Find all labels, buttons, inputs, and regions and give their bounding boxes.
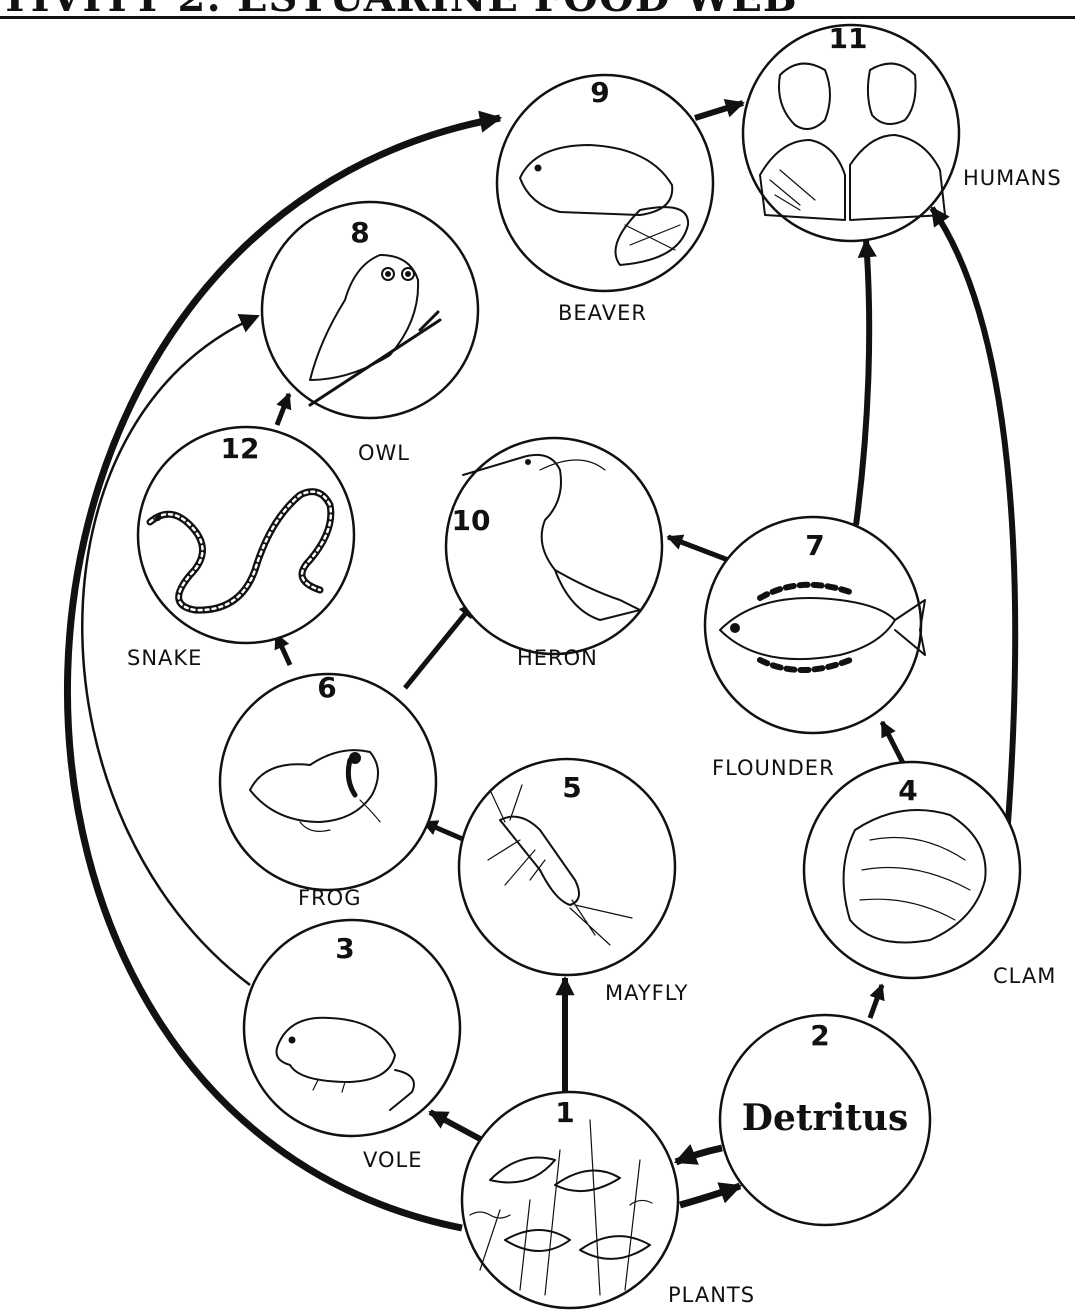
node-humans: 11 [743, 22, 959, 241]
link-1-3 [430, 1112, 482, 1140]
link-4-7 [882, 722, 903, 763]
node-plants: 1 [462, 1092, 678, 1308]
link-7-10 [668, 537, 736, 563]
node-4-number: 4 [898, 774, 917, 807]
link-1-2 [680, 1186, 740, 1205]
label-humans: HUMANS [963, 166, 1062, 190]
link-7-11 [856, 240, 869, 525]
node-10-number: 10 [452, 504, 491, 537]
node-detritus: Detritus 2 [720, 1015, 930, 1225]
label-flounder: FLOUNDER [712, 756, 835, 780]
node-flounder: 7 [705, 517, 925, 733]
label-vole: VOLE [363, 1148, 423, 1172]
link-12-8 [277, 394, 289, 425]
node-5-number: 5 [562, 771, 581, 804]
node-3-number: 3 [335, 932, 354, 965]
node-12-number: 12 [221, 432, 260, 465]
node-beaver: 9 [497, 75, 713, 291]
label-heron: HERON [517, 646, 598, 670]
node-1-number: 1 [555, 1096, 574, 1129]
node-8-number: 8 [350, 216, 369, 249]
label-plants: PLANTS [668, 1283, 755, 1307]
node-heron: 10 [446, 438, 662, 654]
label-mayfly: MAYFLY [605, 981, 689, 1005]
label-beaver: BEAVER [558, 301, 647, 325]
label-owl: OWL [358, 441, 410, 465]
label-frog: FROG [298, 886, 361, 910]
node-frog: 6 [220, 671, 436, 890]
node-snake: 12 [138, 427, 354, 643]
node-clam: 4 [804, 762, 1020, 978]
label-clam: CLAM [993, 964, 1056, 988]
link-2-1 [676, 1148, 722, 1162]
node-6-number: 6 [317, 671, 336, 704]
node-11-number: 11 [829, 22, 868, 55]
link-5-6 [423, 822, 465, 840]
node-mayfly: 5 [459, 759, 675, 975]
detritus-label: Detritus [742, 1097, 908, 1139]
link-6-10 [405, 603, 474, 688]
link-9-11 [695, 103, 743, 118]
label-snake: SNAKE [127, 646, 202, 670]
node-9-number: 9 [590, 76, 609, 109]
node-vole: 3 [244, 920, 460, 1136]
link-2-4 [870, 985, 882, 1018]
node-7-number: 7 [805, 529, 824, 562]
node-owl: 8 [262, 202, 478, 418]
node-2-number: 2 [810, 1019, 829, 1052]
link-4-11 [932, 208, 1015, 862]
